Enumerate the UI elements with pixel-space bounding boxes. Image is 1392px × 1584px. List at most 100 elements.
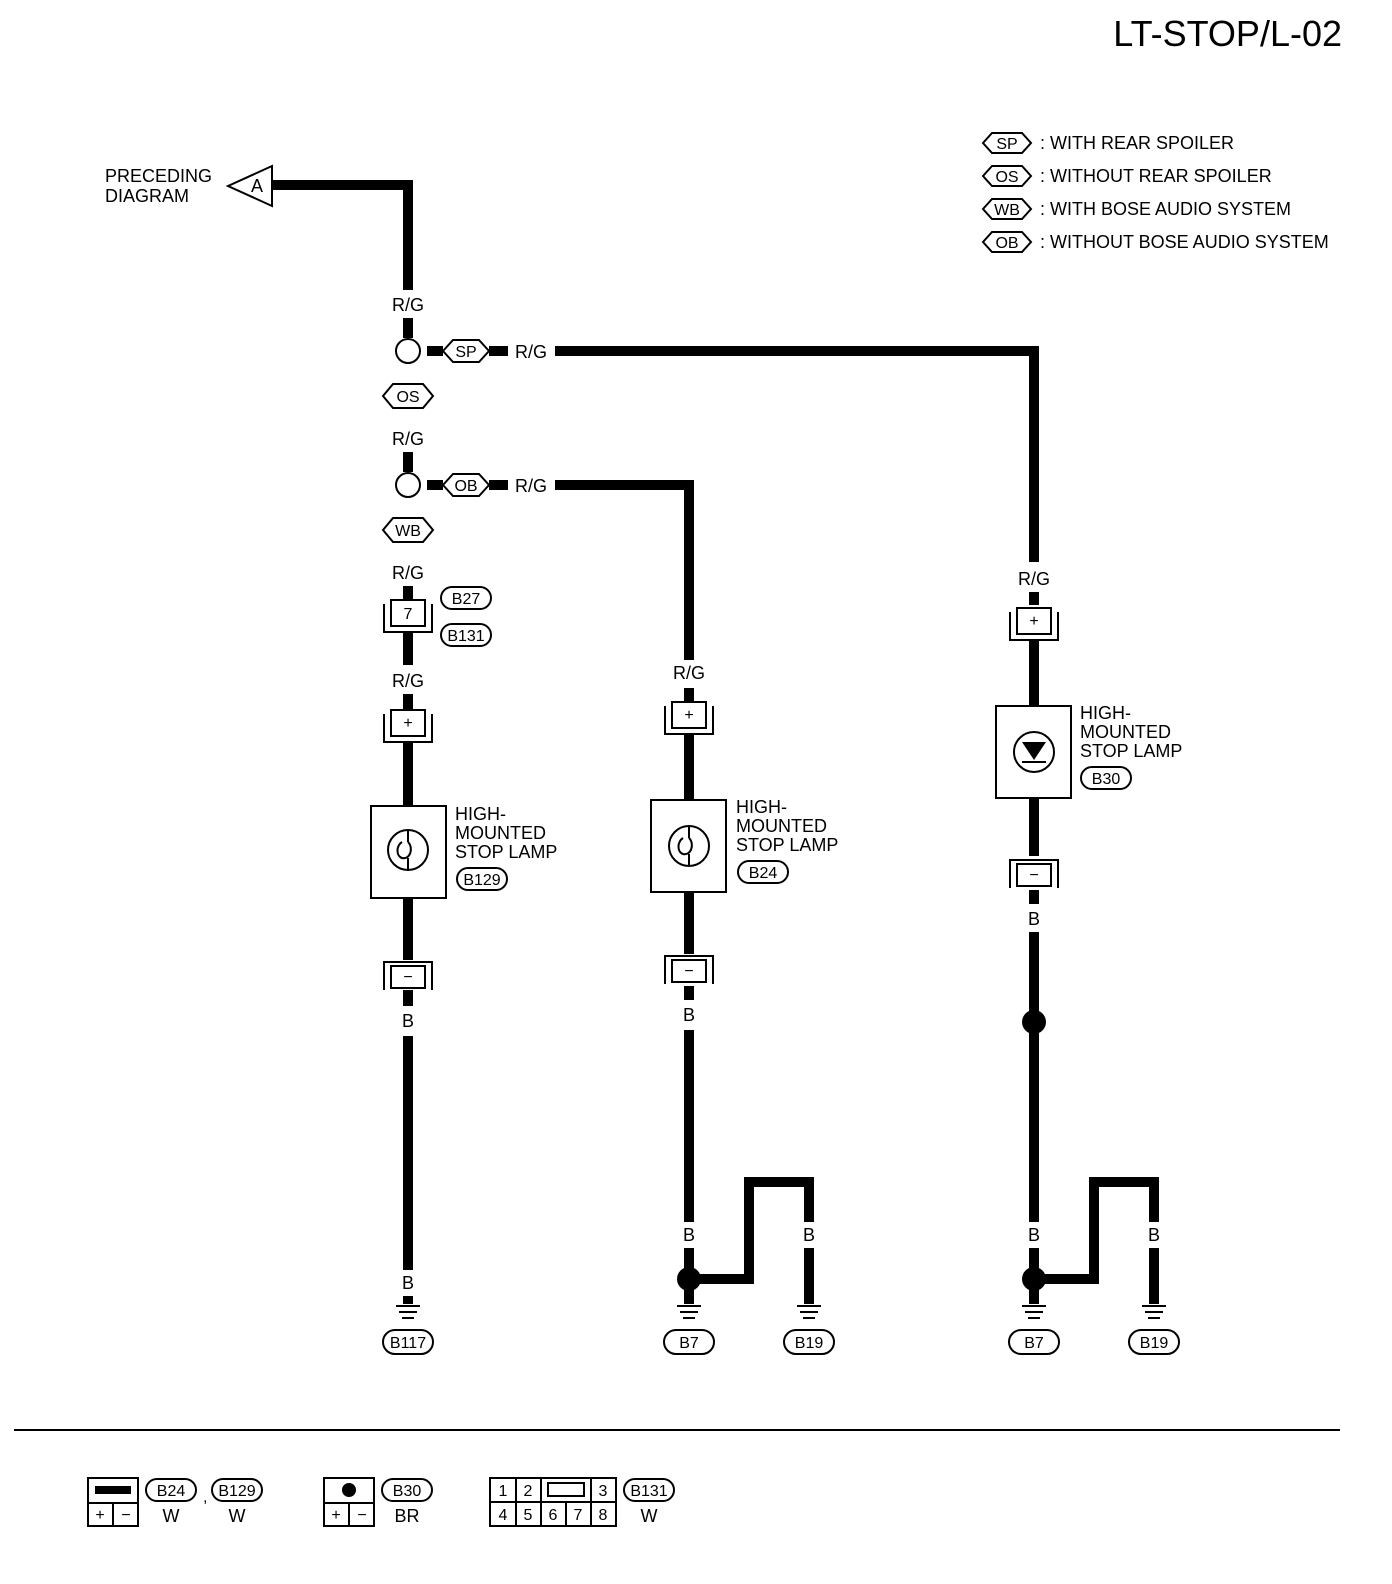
ground-id: B19 [795,1335,824,1352]
option-tag-os [381,383,435,409]
connector-view-b30: + − B30 BR [323,1477,433,1527]
lamp-label: STOP LAMP [1080,741,1182,761]
legend-code-os: OS [995,169,1018,186]
connector-id-badge [456,867,508,891]
filament-icon [396,830,412,870]
connector-id-badge [623,1478,675,1502]
lamp-label: MOUNTED [455,823,546,843]
connector-view-b131: 1 2 3 4 5 6 7 8 B131 W [489,1477,675,1527]
lamp-label: MOUNTED [736,816,827,836]
page-title: LT-STOP/L-02 [1113,13,1342,54]
connector-color: BR [394,1506,419,1526]
wire-label: B [402,1011,414,1031]
legend-hex-wb [981,198,1033,220]
wire-label: B [1028,909,1040,929]
lamp-label: STOP LAMP [736,835,838,855]
terminal-minus-label: − [1029,867,1038,884]
terminal-minus-label: − [403,969,412,986]
ground-b7-right: B7 [1008,1305,1060,1355]
ground-icon [396,1305,420,1319]
terminal-minus-label: − [684,963,693,980]
wire-sp-main [555,346,1039,562]
connector-pin-box [390,599,426,627]
lamp-label: HIGH- [736,797,787,817]
preceding-label-line2: DIAGRAM [105,186,189,206]
connector-id: B30 [393,1483,422,1500]
connector-pin: − [357,1507,366,1524]
wire-label: R/G [392,295,424,315]
wire-label: R/G [1018,569,1050,589]
wire-color-labels: R/G R/G R/G R/G B B R/G R/G R/G B B B B … [392,295,1160,1293]
terminal-housing [383,714,433,743]
wire-label: R/G [392,671,424,691]
option-tag-ob-label: OB [454,478,477,495]
terminal-plus [671,701,707,729]
separator-comma: , [203,1489,207,1506]
connector-color: W [163,1506,180,1526]
connector-pin: − [121,1507,130,1524]
preceding-diagram-ref: PRECEDING DIAGRAM A [105,164,273,208]
diode-triangle-icon [1022,742,1046,760]
connector-id-badge [440,586,492,610]
legend: SP : WITH REAR SPOILER OS : WITHOUT REAR… [981,132,1329,253]
lamp-connector-id: B30 [1092,771,1121,788]
connector-id-badge [145,1478,197,1502]
wire-ob-main [555,480,694,660]
connector-id-badge [211,1478,263,1502]
option-tag-os-label: OS [396,389,419,406]
terminal-housing [1009,859,1059,888]
ground-icon [1022,1305,1046,1319]
ground-icon [1142,1305,1166,1319]
wire-sp-ground-jumper-a [1034,1222,1099,1284]
legend-item-wb: WB : WITH BOSE AUDIO SYSTEM [981,198,1291,220]
wire-label: B [683,1005,695,1025]
legend-item-ob: OB : WITHOUT BOSE AUDIO SYSTEM [981,231,1329,253]
connector-key-icon [342,1483,356,1497]
terminal-housing [1009,612,1059,641]
legend-item-os: OS : WITHOUT REAR SPOILER [981,165,1272,187]
wire-ob-ground-jumper-b [744,1177,814,1222]
ground-b7-mid: B7 [663,1305,715,1355]
connector-id: B24 [157,1483,186,1500]
lamp-b24: + HIGH- MOUNTED STOP LAMP B24 − [650,701,838,984]
connector-id: B129 [218,1483,255,1500]
wire-feed [272,180,413,290]
option-splices: SP OS OB WB [381,338,491,543]
terminal-plus [390,709,426,737]
legend-text-ob: : WITHOUT BOSE AUDIO SYSTEM [1040,232,1329,252]
option-tag-wb [381,517,435,543]
lamp-label: HIGH- [455,804,506,824]
legend-code-sp: SP [996,136,1017,153]
connector-pin: 3 [599,1483,608,1500]
wire-label: B [743,1225,755,1245]
ground-id: B7 [1024,1335,1044,1352]
terminal-plus [1016,607,1052,635]
option-tag-wb-label: WB [395,523,421,540]
wire-label: R/G [515,342,547,362]
connector-id-badge [440,623,492,647]
terminal-housing [383,961,433,990]
connector-id-b131: B131 [447,628,484,645]
connector-color: W [641,1506,658,1526]
lamp-connector-id: B129 [463,872,500,889]
connector-latch-icon [95,1486,131,1494]
terminal-plus-label: + [1029,613,1038,630]
preceding-label-line1: PRECEDING [105,166,212,186]
terminal-plus-label: + [403,715,412,732]
legend-text-os: : WITHOUT REAR SPOILER [1040,166,1272,186]
ground-id: B19 [1140,1335,1169,1352]
ground-id-badge [1128,1329,1180,1355]
connector-color: W [229,1506,246,1526]
connector-id: B131 [630,1483,667,1500]
lamp-body [650,799,727,893]
ground-id: B117 [390,1335,426,1352]
terminal-minus [1016,863,1052,887]
option-splice-sp [395,338,421,364]
legend-item-sp: SP : WITH REAR SPOILER [981,132,1234,154]
lamp-b129: + HIGH- MOUNTED STOP LAMP B129 − [370,709,557,990]
terminal-housing [664,955,714,984]
legend-code-wb: WB [994,202,1020,219]
legend-text-sp: : WITH REAR SPOILER [1040,133,1234,153]
wire-label: B [1028,1225,1040,1245]
connector-pin-number: 7 [404,606,413,623]
